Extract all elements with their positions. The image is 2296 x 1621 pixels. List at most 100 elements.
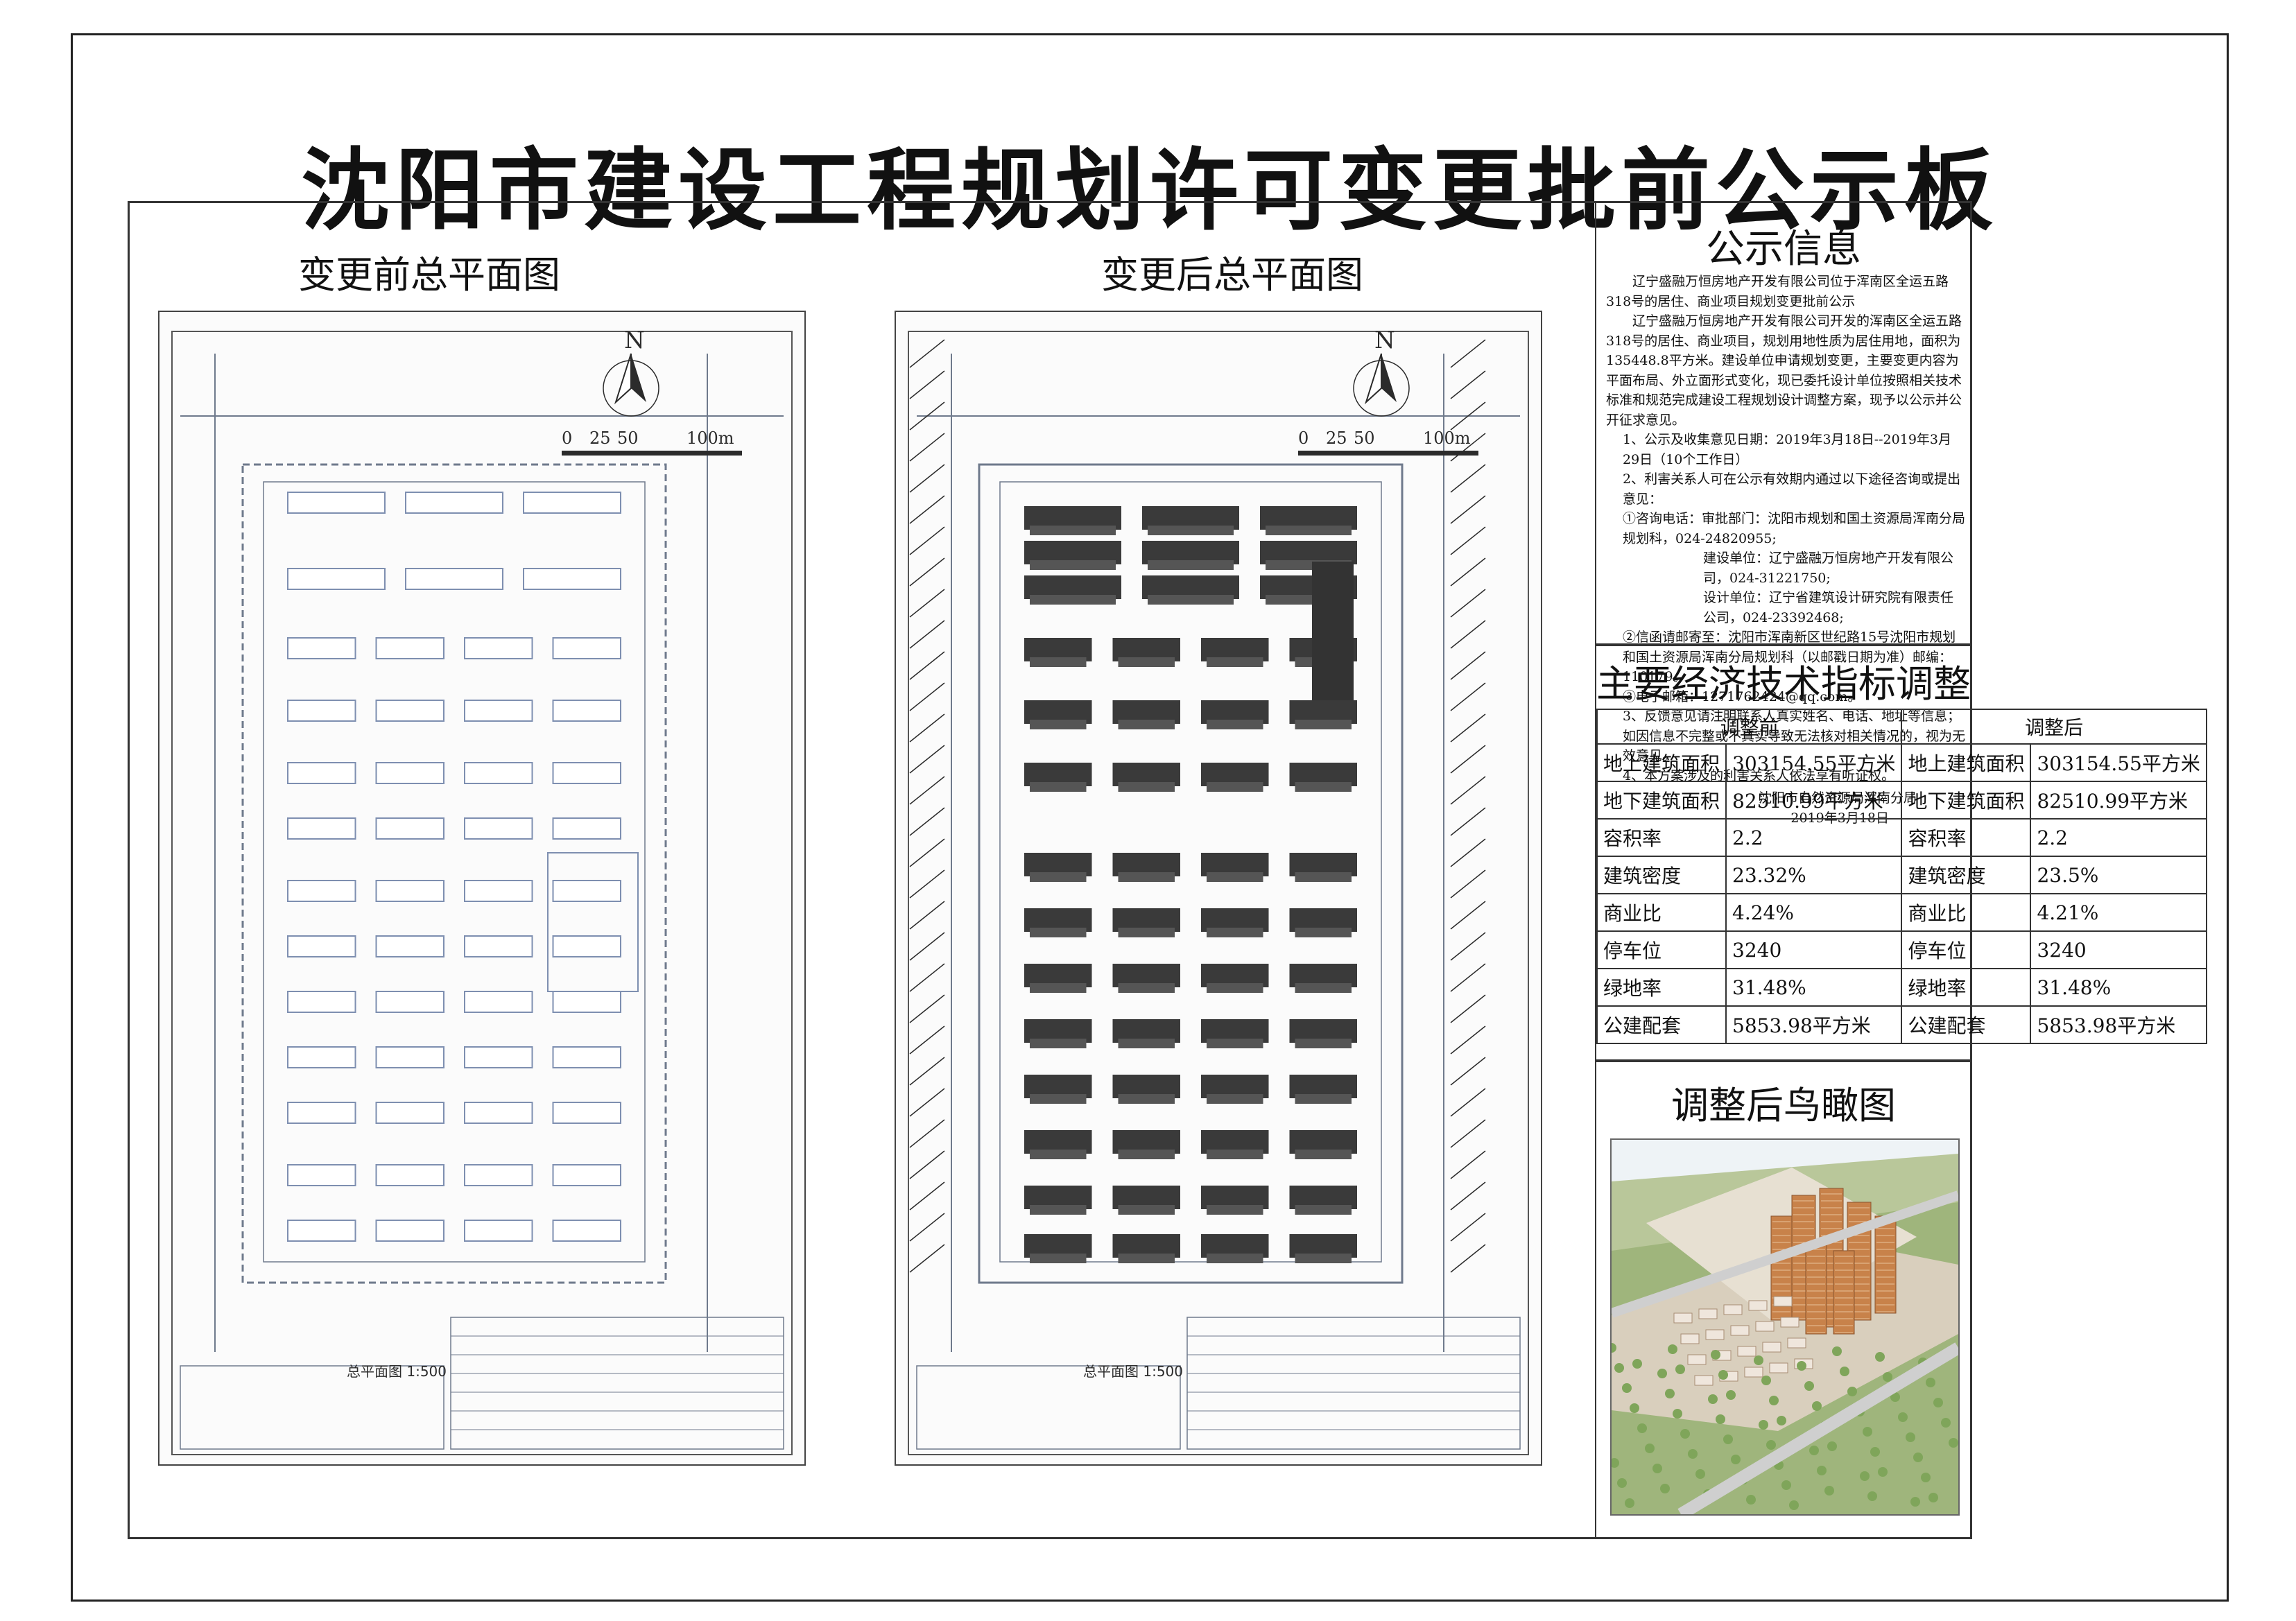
building bbox=[375, 700, 444, 722]
tree bbox=[1711, 1350, 1720, 1360]
building bbox=[375, 935, 444, 957]
low-rise-building bbox=[1748, 1300, 1768, 1311]
building bbox=[1118, 1039, 1175, 1048]
hatch-line bbox=[1450, 464, 1486, 493]
building bbox=[1295, 782, 1352, 792]
building bbox=[1118, 928, 1175, 937]
tree bbox=[1817, 1466, 1827, 1475]
building bbox=[1207, 872, 1263, 882]
notice-line: 建设单位：辽宁盛融万恒房地产开发有限公司，024-31221750; bbox=[1703, 551, 1954, 586]
building bbox=[552, 637, 621, 659]
hatch-line bbox=[1450, 776, 1486, 805]
building bbox=[1030, 1205, 1087, 1215]
building bbox=[1148, 560, 1234, 570]
indicator-label: 地下建筑面积 bbox=[1596, 781, 1727, 820]
hatch-line bbox=[909, 495, 945, 524]
hatch-line bbox=[1450, 1213, 1486, 1242]
tower bbox=[1874, 1215, 1897, 1314]
low-rise-building bbox=[1673, 1312, 1693, 1324]
notice-line: ①咨询电话：审批部门：沈阳市规划和国土资源局浑南分局规划科，024-248209… bbox=[1623, 511, 1966, 546]
building bbox=[287, 637, 356, 659]
low-rise-building bbox=[1787, 1337, 1806, 1349]
building bbox=[552, 880, 621, 902]
building bbox=[1030, 657, 1087, 667]
notice-line: 1、公示及收集意见日期：2019年3月18日--2019年3月29日（10个工作… bbox=[1623, 432, 1951, 467]
hatch-line bbox=[909, 1057, 945, 1086]
indicator-label: 绿地率 bbox=[1596, 968, 1727, 1007]
north-label: N bbox=[1374, 327, 1395, 354]
hatch-line bbox=[909, 589, 945, 618]
tree bbox=[1759, 1420, 1768, 1430]
hatch-line bbox=[1450, 963, 1486, 992]
building bbox=[1207, 983, 1263, 993]
hatch-line bbox=[1450, 932, 1486, 961]
indicator-before-value: 3240 bbox=[1725, 930, 1903, 969]
tree bbox=[1789, 1500, 1799, 1510]
notes-block bbox=[916, 1365, 1181, 1450]
building bbox=[1118, 872, 1175, 882]
tree bbox=[1890, 1392, 1900, 1402]
building bbox=[552, 935, 621, 957]
building bbox=[1030, 595, 1116, 605]
tree bbox=[1731, 1455, 1741, 1464]
tree bbox=[1723, 1434, 1733, 1444]
tree bbox=[1766, 1440, 1776, 1450]
building bbox=[1030, 526, 1116, 535]
aerial-title: 调整后鸟瞰图 bbox=[1671, 1084, 1896, 1127]
indicator-label: 容积率 bbox=[1596, 818, 1727, 857]
north-arrow bbox=[1381, 354, 1397, 402]
hatch-line bbox=[909, 401, 945, 431]
indicator-before-value: 303154.55平方米 bbox=[1725, 743, 1903, 782]
tree bbox=[1754, 1355, 1763, 1365]
indicator-after-value: 303154.55平方米 bbox=[2030, 743, 2207, 782]
low-rise-building bbox=[1698, 1308, 1718, 1319]
building bbox=[1207, 782, 1263, 792]
tree bbox=[1928, 1493, 1938, 1502]
tree bbox=[1926, 1378, 1935, 1387]
tree bbox=[1883, 1372, 1892, 1382]
tree bbox=[1630, 1403, 1639, 1413]
hatch-line bbox=[1450, 557, 1486, 587]
hatch-line bbox=[909, 464, 945, 493]
indicator-before-value: 5853.98平方米 bbox=[1725, 1005, 1903, 1044]
building bbox=[1207, 1205, 1263, 1215]
building bbox=[1030, 1094, 1087, 1104]
building bbox=[1030, 1150, 1087, 1159]
building bbox=[375, 1220, 444, 1242]
building bbox=[375, 762, 444, 784]
north-label: N bbox=[624, 327, 645, 354]
indicator-label: 公建配套 bbox=[1901, 1005, 2032, 1044]
building bbox=[1118, 782, 1175, 792]
hatch-line bbox=[909, 838, 945, 867]
drawing-frame bbox=[171, 331, 793, 1455]
building bbox=[464, 1102, 533, 1124]
indicator-label: 建筑密度 bbox=[1596, 856, 1727, 894]
tree bbox=[1809, 1446, 1819, 1455]
building bbox=[464, 817, 533, 840]
building bbox=[287, 1220, 356, 1242]
hatch-line bbox=[1450, 651, 1486, 680]
building bbox=[464, 637, 533, 659]
building bbox=[1030, 872, 1087, 882]
tree bbox=[1870, 1447, 1880, 1457]
tree bbox=[1875, 1352, 1885, 1362]
building bbox=[375, 991, 444, 1013]
building bbox=[552, 991, 621, 1013]
building bbox=[552, 1102, 621, 1124]
building bbox=[552, 817, 621, 840]
indicator-header-row: 调整前 调整后 bbox=[1596, 709, 2207, 745]
building bbox=[1295, 983, 1352, 993]
building bbox=[405, 568, 503, 590]
hatch-line bbox=[1450, 1025, 1486, 1055]
tree bbox=[1632, 1359, 1642, 1369]
building bbox=[1295, 928, 1352, 937]
building bbox=[1207, 928, 1263, 937]
low-rise-building bbox=[1694, 1375, 1714, 1386]
